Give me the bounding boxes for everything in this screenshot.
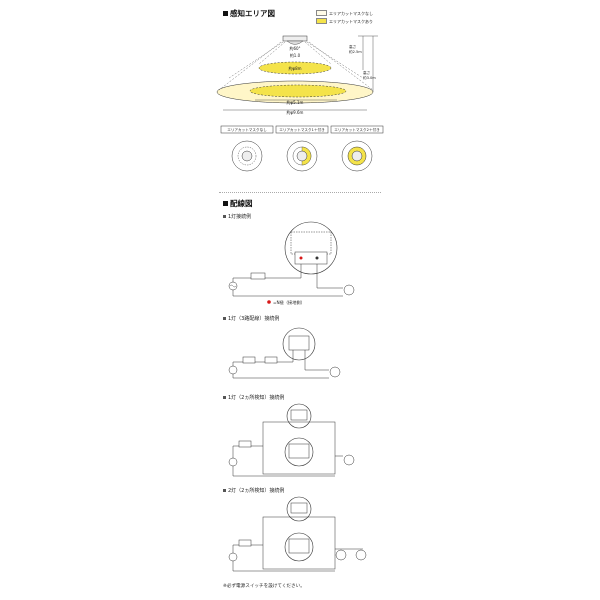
detection-area-diagram: 約60° 約1.0 約φ8m 約φ5.1m 約φ9.6m 高さ 約2.5m 高さ… [216,35,378,115]
angle-label: 約60° [289,45,300,51]
mid-diameter-label: 約φ8m [288,65,301,71]
mask-disc-full [341,140,373,172]
wiring-example-2-title: 1灯（3路配線）接続例 [223,315,279,322]
power-switch-note: ※必ず電源スイッチを設けてください。 [223,584,305,589]
lamp-icon [343,284,355,296]
bullet-square-icon [223,396,226,399]
height-label-1: 高さ [349,44,357,49]
bullet-square-icon [223,215,226,218]
mask-comparison: エリアカットマスクなし エリアカットマスク1＋付き エリアカットマスク2＋付き [220,125,384,172]
bullet-square-icon [223,317,226,320]
height-value-1: 約2.5m [349,49,362,54]
wiring-diagram-2 [228,327,341,379]
section-divider [219,192,381,193]
mask-label-3: エリアカットマスク2＋付き [334,127,380,132]
wiring-example-1-title: 1灯接続例 [223,213,251,220]
height-label-2: 高さ [363,70,371,75]
wiring-diagram-3 [228,403,355,477]
n-pole-legend: =N極（接地側） [273,299,305,306]
outer-diameter-label-2: 約φ9.6m [287,109,304,115]
wiring-title: 配線図 [223,198,253,209]
wiring-example-3-text: 1灯（2ヵ所検知）接続例 [228,395,285,401]
legend-with-mask: エリアカットマスクあり [316,18,373,25]
wiring-example-4-title: 2灯（2ヵ所検知）接続例 [223,487,284,494]
detection-area-title: 感知エリア図 [223,8,275,19]
height-value-2: 約3.0m [363,75,376,80]
mask-disc-half [286,140,318,172]
wiring-example-3-title: 1灯（2ヵ所検知）接続例 [223,394,284,401]
mask-label-2: エリアカットマスク1＋付き [279,127,325,132]
legend-swatch-yellow [316,18,327,24]
legend-no-mask-label: エリアカットマスクなし [329,11,373,16]
wiring-example-4-text: 2灯（2ヵ所検知）接続例 [228,488,285,494]
mid-masked-ellipse [258,61,332,75]
legend-swatch-pale [316,10,327,16]
wiring-title-text: 配線図 [230,199,253,208]
outer-diameter-label-1: 約φ5.1m [287,99,304,105]
mask-label-1: エリアカットマスクなし [227,127,267,132]
legend-with-mask-label: エリアカットマスクあり [329,19,373,24]
switch-symbol [250,272,266,280]
wiring-example-1-text: 1灯接続例 [228,214,252,220]
legend-no-mask: エリアカットマスクなし [316,10,373,17]
bullet-square-icon [223,11,228,16]
detection-area-title-text: 感知エリア図 [230,9,275,18]
wiring-example-2-text: 1灯（3路配線）接続例 [228,316,280,322]
inner-diameter-label: 約1.0 [290,52,301,58]
bullet-square-icon [223,201,228,206]
product-spec-panel: 感知エリア図 エリアカットマスクなし エリアカットマスクあり [213,0,387,600]
bullet-square-icon [223,489,226,492]
wiring-diagram-1: =N極（接地側） [228,221,355,306]
outer-masked-ellipse [249,84,347,98]
wiring-diagram-4 [228,496,367,572]
mask-disc-none [231,140,263,172]
